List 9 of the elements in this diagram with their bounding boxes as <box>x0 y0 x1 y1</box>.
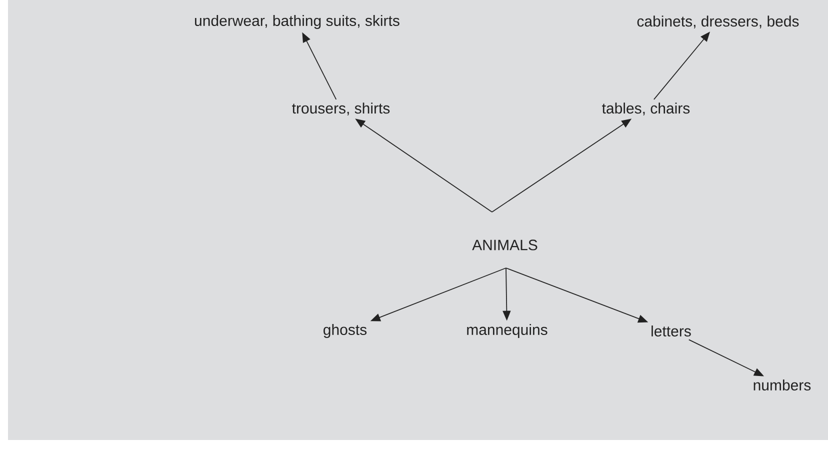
node-label: tables, chairs <box>602 102 690 116</box>
node-label: underwear, bathing suits, skirts <box>195 15 400 29</box>
node-label: trousers, shirts <box>292 102 390 116</box>
node-label: letters <box>652 325 691 336</box>
node-label: cabinets, dressers, beds <box>637 16 799 28</box>
node-label: ghosts <box>324 324 367 338</box>
node-label: mannequins <box>467 324 548 338</box>
node-label: ANIMALS <box>472 240 538 250</box>
node-label: numbers <box>754 379 811 390</box>
